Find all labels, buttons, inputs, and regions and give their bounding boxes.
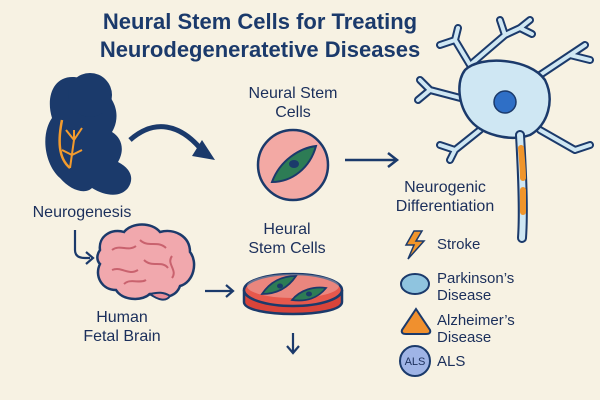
arrow-head xyxy=(192,140,215,160)
als-badge-text: ALS xyxy=(405,356,426,368)
legend-stroke: Stroke xyxy=(437,236,481,253)
diff-line-1: Neurogenic xyxy=(404,179,486,196)
legend-parkinsons: Parkinson’s Disease xyxy=(437,270,514,304)
label-neurogenesis: Neurogenesis xyxy=(32,204,132,221)
petri-dish-icon xyxy=(242,272,344,316)
fetus-icon xyxy=(45,73,132,195)
label-neural-stem-cells: Neural Stem Cells xyxy=(228,84,358,122)
arrow-to-nsc xyxy=(128,124,202,150)
heural-line-2: Stem Cells xyxy=(248,240,326,257)
oval-cell-icon xyxy=(400,273,430,295)
arrow-to-brain xyxy=(73,230,90,260)
nsc-line-1: Neural Stem xyxy=(248,85,338,102)
parkinsons-line-1: Parkinson’s xyxy=(437,270,515,287)
label-neurogenic-differentiation: Neurogenic Differentiation xyxy=(375,178,515,216)
nsc-line-2: Cells xyxy=(275,104,311,121)
label-human-fetal-brain: Human Fetal Brain xyxy=(62,308,182,346)
alzheimers-line-1: Alzheimer’s xyxy=(437,312,515,329)
lightning-icon xyxy=(404,230,426,260)
title-line-2: Neurodegeneratetive Diseases xyxy=(99,37,421,62)
alzheimers-line-2: Disease xyxy=(437,329,492,346)
title-line-1: Neural Stem Cells for Treating xyxy=(102,9,418,34)
label-heural-stem-cells: Heural Stem Cells xyxy=(222,220,352,258)
legend-alzheimers: Alzheimer’s Disease xyxy=(437,312,515,346)
fetal-line-1: Human xyxy=(96,309,148,326)
triangle-icon xyxy=(400,307,432,335)
page-title: Neural Stem Cells for Treating Neurodege… xyxy=(0,8,520,64)
legend-als: ALS xyxy=(437,353,466,370)
fetal-line-2: Fetal Brain xyxy=(83,328,161,345)
parkinsons-line-2: Disease xyxy=(437,287,492,304)
brain-icon xyxy=(96,223,196,301)
neuron-icon xyxy=(414,16,594,243)
als-badge-icon: ALS xyxy=(399,345,431,377)
neural-stem-cell-icon xyxy=(256,128,330,202)
heural-line-1: Heural xyxy=(263,221,311,238)
diff-line-2: Differentiation xyxy=(395,198,495,215)
